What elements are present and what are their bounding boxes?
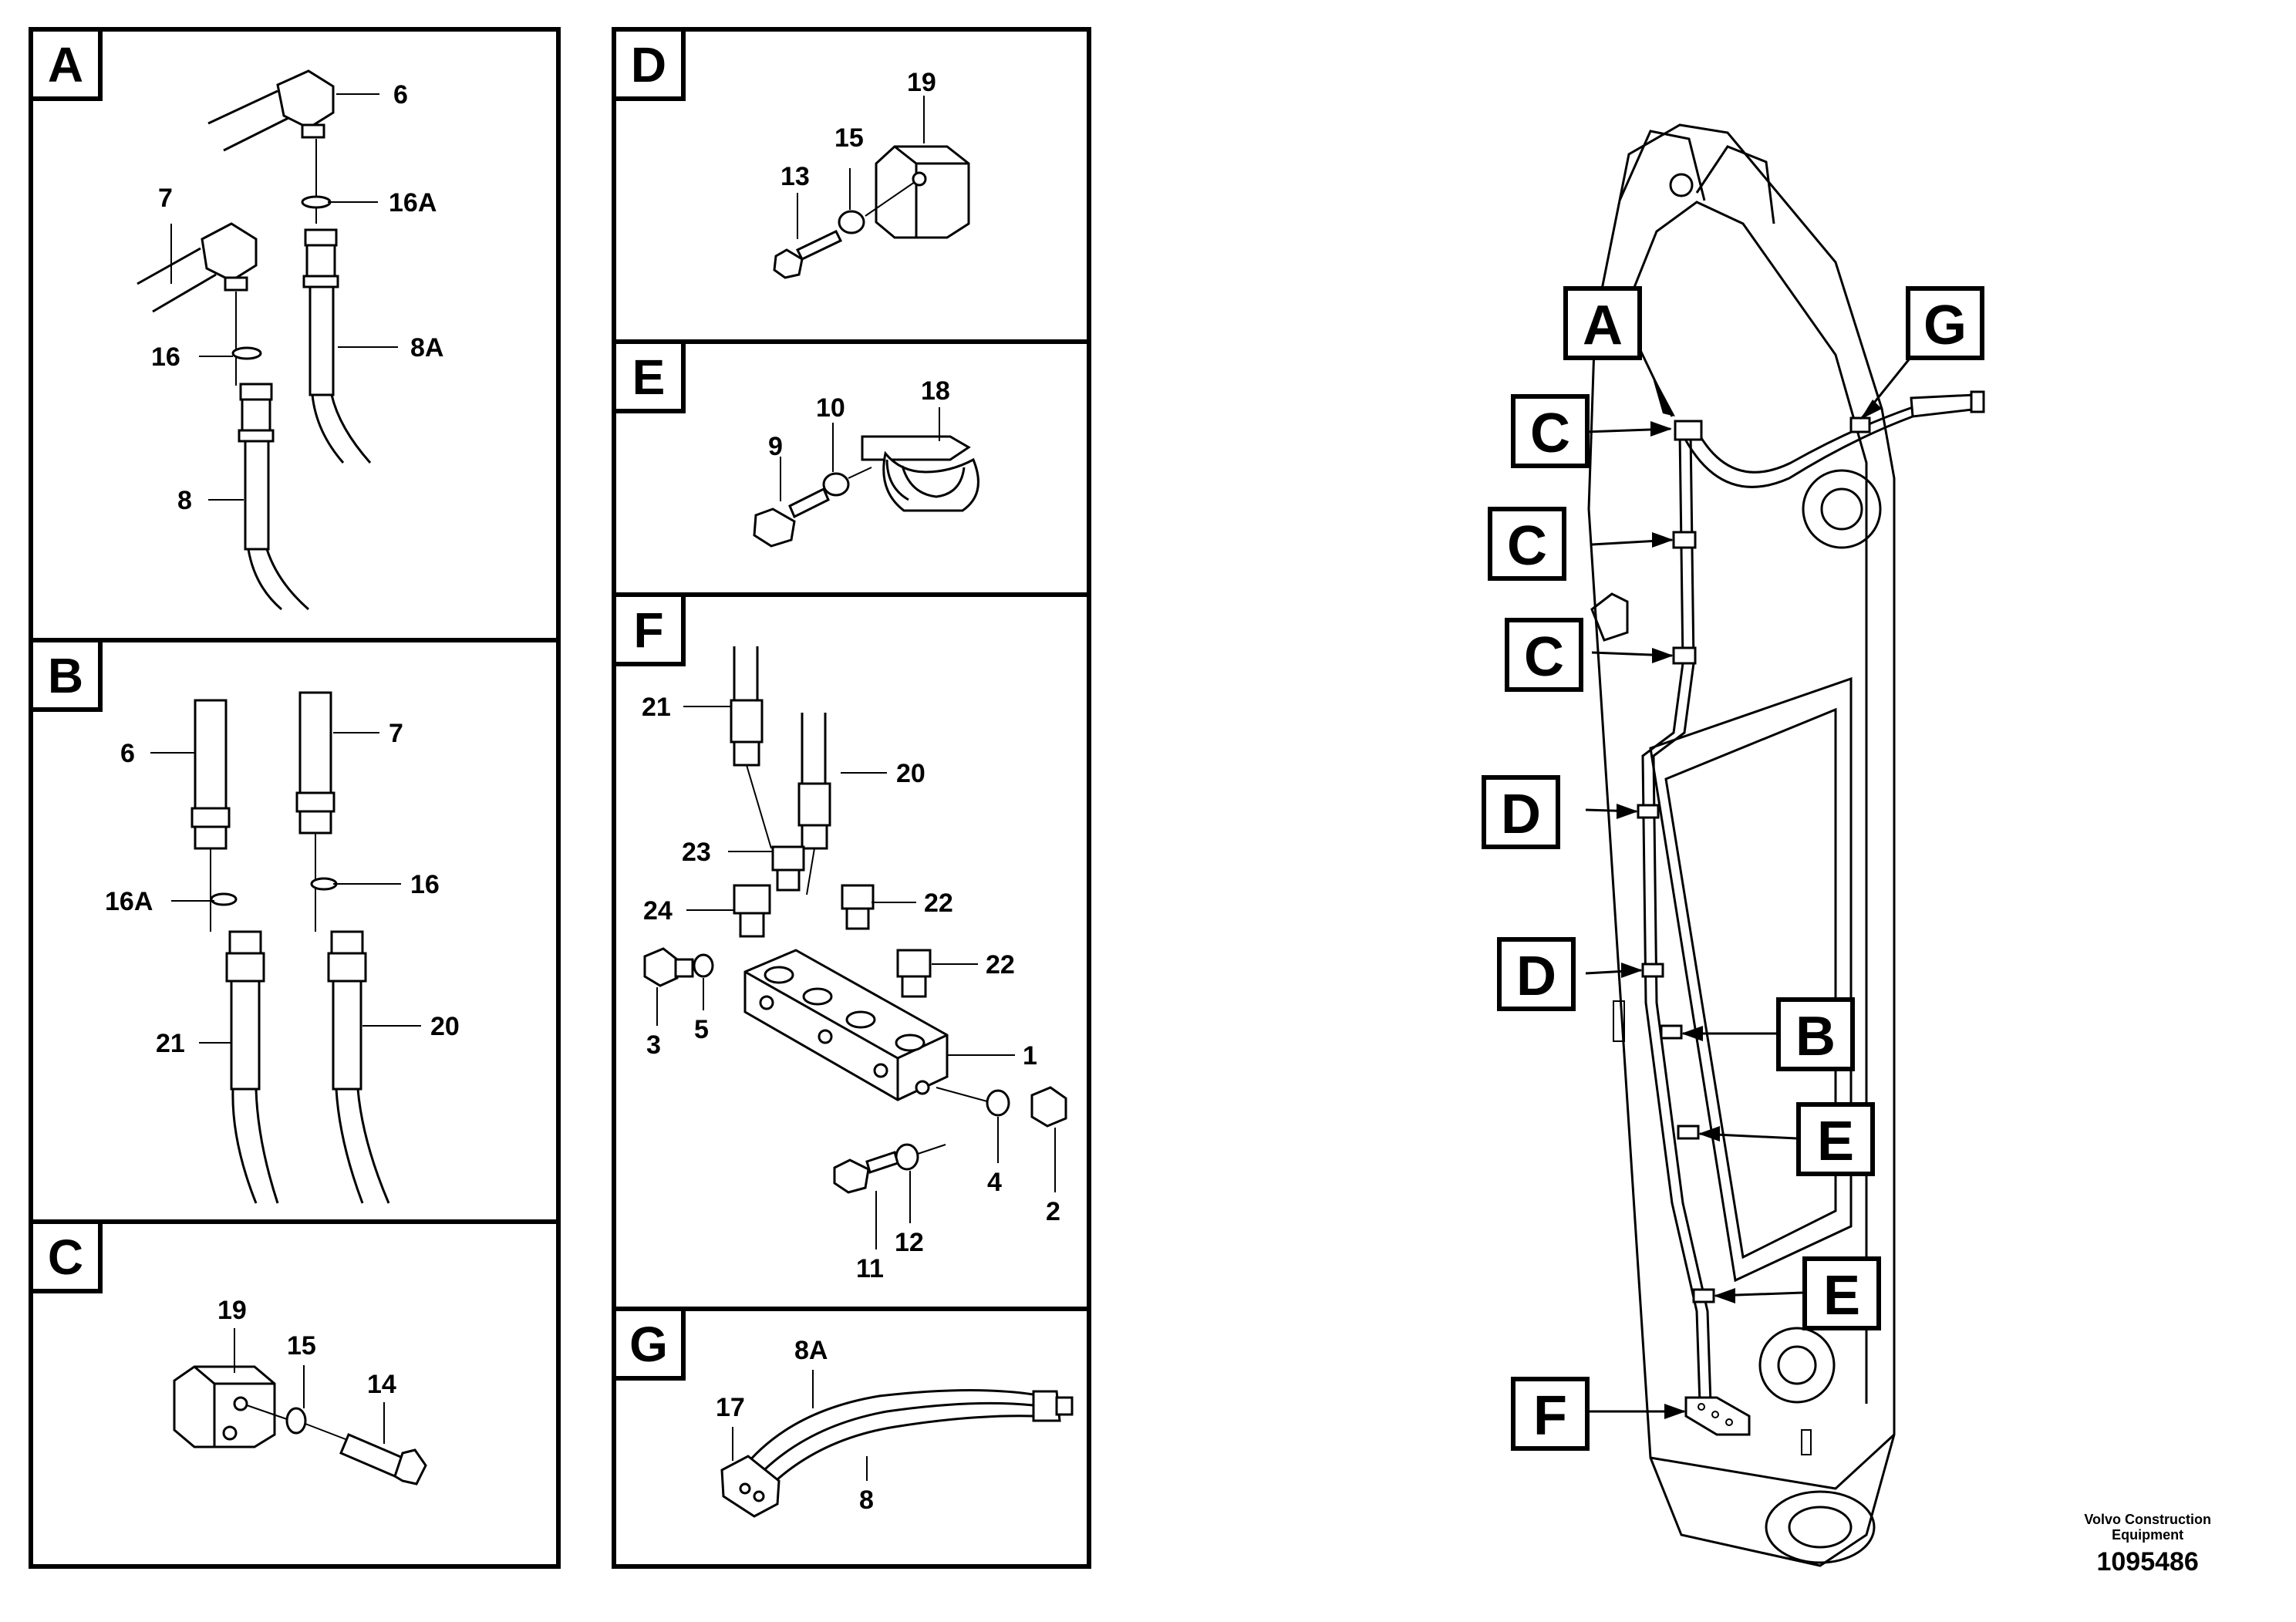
footer-credit: Volvo Construction Equipment 1095486 [2084,1512,2211,1577]
svg-text:G: G [629,1317,668,1372]
svg-text:D: D [631,37,666,93]
callout-pointers [1585,345,1914,1419]
callout-D-2: D [1497,937,1576,1011]
panel-letter-D: D [612,27,686,101]
svg-text:C: C [1524,626,1564,688]
svg-text:7: 7 [389,719,403,748]
callout-B: B [1776,997,1855,1071]
panel-D-drawing [773,96,970,279]
panel-letter-G: G [612,1307,686,1381]
svg-text:16: 16 [151,342,180,372]
callout-E-1: E [1796,1102,1875,1176]
svg-text:22: 22 [924,889,953,918]
svg-text:F: F [633,602,663,658]
svg-text:18: 18 [921,376,950,406]
svg-text:20: 20 [430,1012,460,1041]
svg-text:B: B [1795,1006,1836,1067]
callout-F: F [1511,1377,1590,1451]
panel-A-labels: 6 7 16A 16 8A 8 [151,80,443,515]
brand-line-2: Equipment [2112,1527,2184,1543]
svg-text:11: 11 [856,1254,884,1283]
svg-text:2: 2 [1046,1197,1060,1226]
svg-text:C: C [1507,515,1547,577]
svg-text:23: 23 [682,838,711,867]
svg-text:20: 20 [896,759,925,788]
panel-F-drawing [643,646,1067,1249]
brand-line-1: Volvo Construction [2084,1512,2211,1527]
panel-C-drawing [173,1328,427,1485]
panel-letter-F: F [612,592,686,666]
svg-text:12: 12 [895,1228,924,1257]
panel-E-drawing [753,407,979,548]
svg-text:24: 24 [643,896,673,926]
svg-text:E: E [1817,1111,1854,1172]
svg-text:8A: 8A [410,333,443,363]
svg-text:10: 10 [816,393,845,423]
svg-text:D: D [1501,784,1541,845]
svg-text:22: 22 [986,950,1015,980]
panel-F-labels: 21 20 23 22 24 22 3 5 1 4 2 11 12 [642,693,1060,1283]
svg-text:13: 13 [781,162,810,191]
svg-text:D: D [1516,946,1556,1007]
svg-text:19: 19 [907,68,936,97]
svg-text:6: 6 [393,80,408,110]
panel-D-labels: 19 15 13 [781,68,936,191]
svg-text:15: 15 [834,123,864,153]
svg-text:A: A [1583,295,1623,356]
panel-G-drawing [720,1370,1074,1518]
panel-B-drawing [150,691,421,1204]
callout-A: A [1563,286,1642,360]
svg-text:5: 5 [694,1015,709,1044]
svg-text:8A: 8A [794,1336,828,1365]
callout-C-2: C [1488,507,1566,581]
callout-E-2: E [1802,1256,1881,1330]
callout-C-1: C [1511,394,1590,468]
svg-text:4: 4 [987,1168,1002,1197]
svg-text:16: 16 [410,870,440,899]
svg-text:C: C [1530,403,1570,464]
panel-letter-C: C [29,1219,103,1293]
svg-text:15: 15 [287,1331,316,1361]
callout-D-1: D [1482,775,1560,849]
panel-G-labels: 8A 17 8 [716,1336,874,1515]
panel-A-drawing [137,69,398,611]
svg-text:3: 3 [646,1030,661,1060]
svg-text:14: 14 [367,1370,396,1399]
svg-text:8: 8 [177,486,192,515]
svg-text:1: 1 [1023,1041,1037,1071]
panel-frames [29,27,1091,1569]
panel-letter-B: B [29,638,103,712]
panel-letter-A: A [29,27,103,101]
svg-text:C: C [48,1229,83,1285]
svg-text:17: 17 [716,1393,745,1422]
svg-text:F: F [1533,1385,1567,1447]
o-ring-16 [231,346,262,360]
svg-text:A: A [48,37,83,93]
svg-text:19: 19 [217,1296,247,1325]
svg-text:21: 21 [642,693,671,722]
panel-E-labels: 18 10 9 [768,376,950,461]
svg-text:21: 21 [156,1029,185,1058]
svg-text:E: E [1823,1265,1860,1327]
panel-letter-E: E [612,339,686,413]
svg-text:7: 7 [158,184,173,213]
svg-text:16A: 16A [389,188,437,218]
part-number: 1095486 [2096,1547,2199,1576]
svg-text:B: B [48,648,83,703]
panel-C-labels: 19 15 14 [217,1296,396,1399]
svg-text:E: E [632,349,666,405]
svg-text:8: 8 [859,1485,874,1515]
svg-text:16A: 16A [105,887,153,916]
o-ring-16A [301,195,332,209]
panel-B-labels: 6 7 16A 16 21 20 [105,719,460,1058]
svg-text:G: G [1923,295,1967,356]
boom-drawing [1587,123,1985,1567]
svg-text:9: 9 [768,432,783,461]
callout-C-3: C [1505,618,1583,692]
svg-text:6: 6 [120,739,135,768]
callout-G: G [1906,286,1984,360]
